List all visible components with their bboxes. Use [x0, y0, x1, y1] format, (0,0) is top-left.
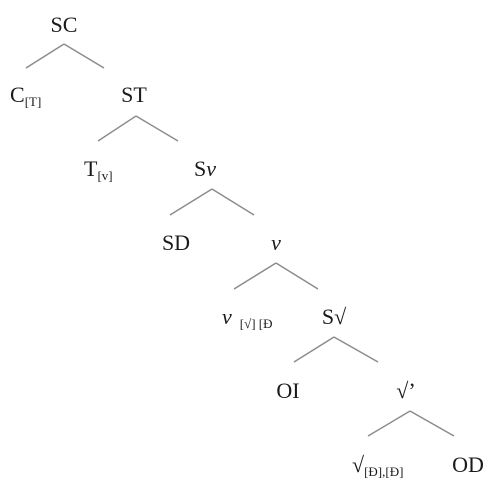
- node-root-features: [Đ],[Đ]: [364, 464, 403, 479]
- node-v: v: [271, 230, 281, 255]
- node-sd: SD: [162, 230, 190, 255]
- edge-sroot-oi: [293, 336, 335, 363]
- node-v-head-label: v: [222, 304, 232, 329]
- edge-st-sv: [135, 115, 179, 142]
- node-t: T[v]: [84, 156, 113, 183]
- node-sv: Sv: [194, 156, 216, 181]
- node-t-feature: [v]: [97, 168, 112, 183]
- edge-rootbar-od: [409, 410, 455, 437]
- node-rootbar: √’: [396, 378, 415, 403]
- edge-sv-sd: [169, 188, 213, 216]
- edge-sc-st: [63, 43, 105, 69]
- edge-v-vhead: [233, 262, 277, 290]
- edge-sc-c: [25, 43, 65, 69]
- node-sv-v: v: [206, 156, 216, 181]
- node-sroot: S√: [322, 304, 347, 329]
- node-c-label: C: [10, 82, 25, 107]
- node-sv-s: S: [194, 156, 206, 181]
- node-v-head: v [√] [Đ: [222, 304, 273, 331]
- edge-rootbar-root: [367, 410, 411, 437]
- edge-sv-v: [211, 188, 255, 216]
- node-t-label: T: [84, 156, 98, 181]
- node-v-head-features: [√] [Đ: [240, 316, 273, 331]
- edge-sroot-rootbar: [333, 336, 379, 363]
- node-root-label: √: [352, 452, 365, 477]
- node-root: √[Đ],[Đ]: [352, 452, 403, 479]
- node-oi: OI: [276, 378, 299, 403]
- tree-edges: [25, 43, 455, 437]
- node-st: ST: [121, 82, 147, 107]
- node-c-feature: [T]: [25, 94, 42, 109]
- edge-v-sroot: [275, 262, 319, 290]
- node-od: OD: [452, 452, 484, 477]
- node-c: C[T]: [10, 82, 41, 109]
- node-sc: SC: [51, 12, 78, 37]
- edge-st-t: [97, 115, 137, 142]
- tree-nodes: SC C[T] ST T[v] Sv SD v v[√] [Đ S√ OI √’…: [10, 12, 484, 479]
